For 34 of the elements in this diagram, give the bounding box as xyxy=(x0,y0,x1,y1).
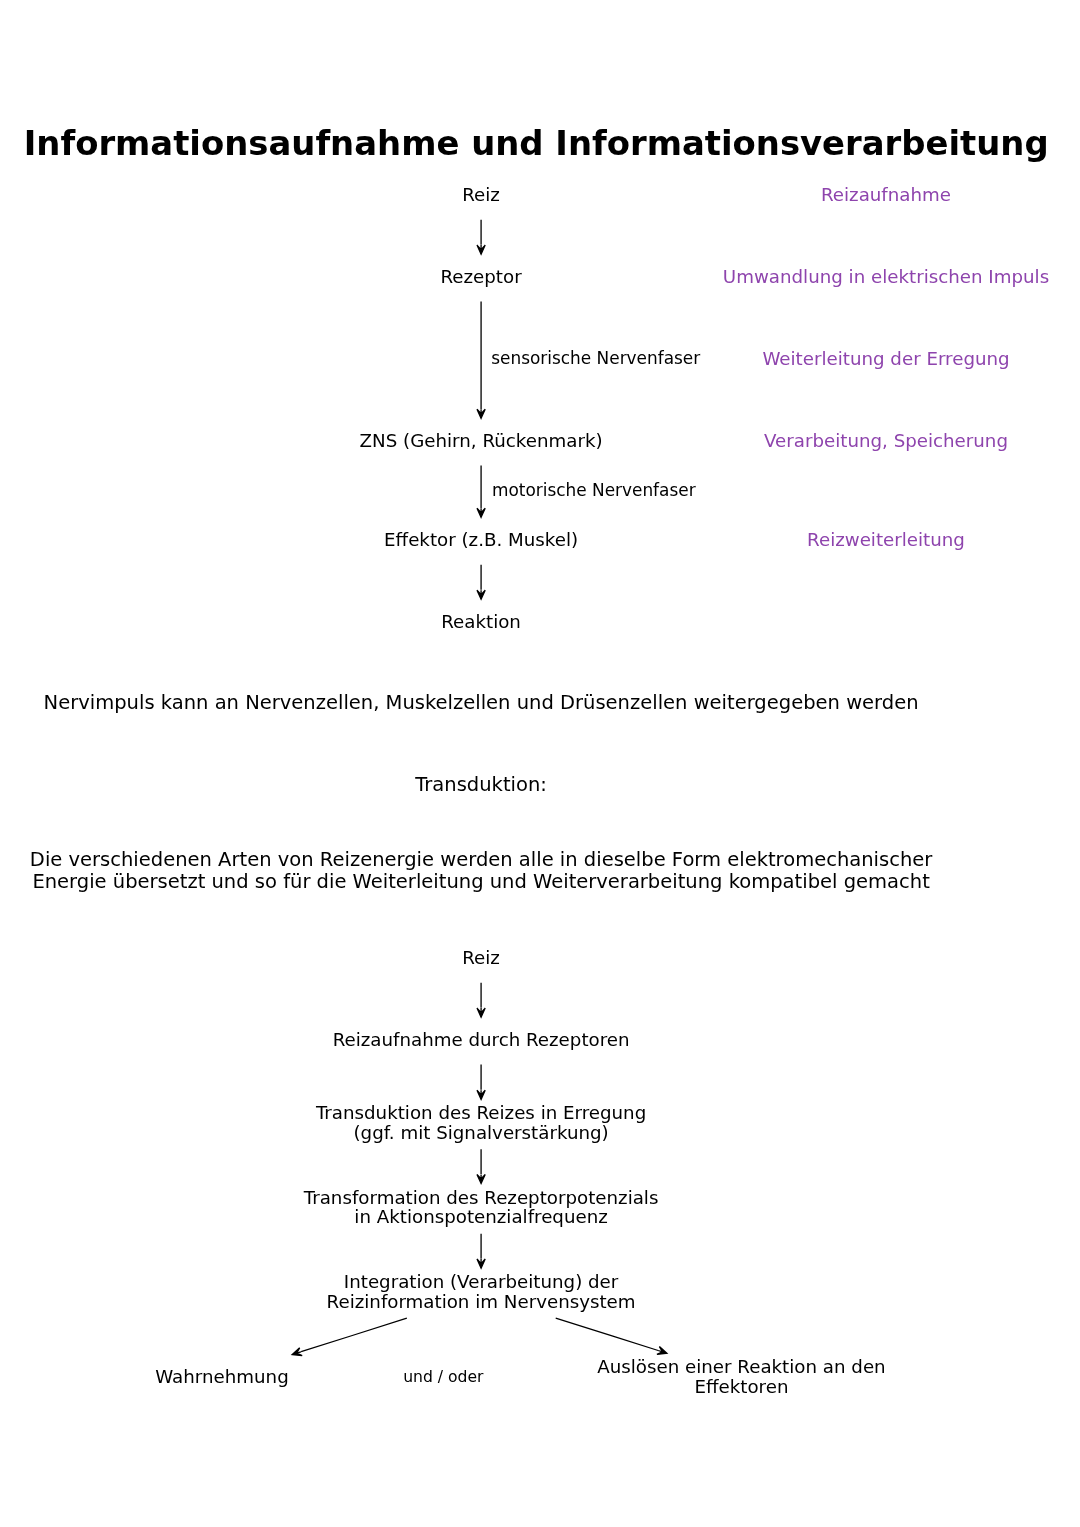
label: Reizaufnahme xyxy=(821,183,952,205)
label: Reizweiterleitung xyxy=(807,528,965,550)
arrow xyxy=(291,1317,408,1357)
label: Die verschiedenen Arten von Reizenergie werden alle in dieselbe Form elektromechanischer Energie übersetzt und so für die Weiterleitung und Weiterverarbeitung kompatibel gemacht xyxy=(29,848,933,894)
node-text: Transformation des Rezeptorpotenzials in Aktionspotenzialfrequenz xyxy=(303,1186,659,1228)
node-text: Reiz xyxy=(462,946,500,968)
node-text: Reizaufnahme durch Rezeptoren xyxy=(332,1028,630,1050)
diagram-title: Informationsaufnahme und Informationsverarbeitung xyxy=(23,124,1049,164)
label: Nervimpuls kann an Nervenzellen, Muskelzellen und Drüsenzellen weitergegeben werden xyxy=(43,691,919,715)
node-text: Reiz xyxy=(462,183,500,205)
node-text: Integration (Verarbeitung) der Reizinformation im Nervensystem xyxy=(326,1271,636,1312)
arrow xyxy=(476,1063,486,1100)
label: Umwandlung in elektrischen Impuls xyxy=(722,265,1050,287)
arrow xyxy=(476,564,486,600)
label: Weiterleitung der Erregung xyxy=(762,347,1010,369)
node-text: Auslösen einer Reaktion an den Effektoren xyxy=(597,1356,886,1397)
arrow xyxy=(476,219,486,255)
arrow xyxy=(476,982,486,1018)
node-text: Transduktion des Reizes in Erregung (ggf. mit Signalverstärkung) xyxy=(315,1102,647,1143)
node-text: Rezeptor xyxy=(440,265,522,287)
label: Verarbeitung, Speicherung xyxy=(764,429,1008,451)
node-text: Effektor (z.B. Muskel) xyxy=(384,528,579,550)
arrow xyxy=(476,464,486,518)
label: und / oder xyxy=(403,1368,484,1387)
arrow xyxy=(476,1148,486,1185)
arrow xyxy=(476,300,486,419)
node-text: Reaktion xyxy=(441,610,521,632)
node-text: Wahrnehmung xyxy=(155,1365,289,1387)
node-text: ZNS (Gehirn, Rückenmark) xyxy=(359,429,603,451)
label: Transduktion: xyxy=(415,773,547,797)
arrow xyxy=(555,1317,668,1356)
edge-label: sensorische Nervenfaser xyxy=(491,348,701,369)
edge-label: motorische Nervenfaser xyxy=(491,479,696,500)
arrow xyxy=(476,1233,486,1269)
